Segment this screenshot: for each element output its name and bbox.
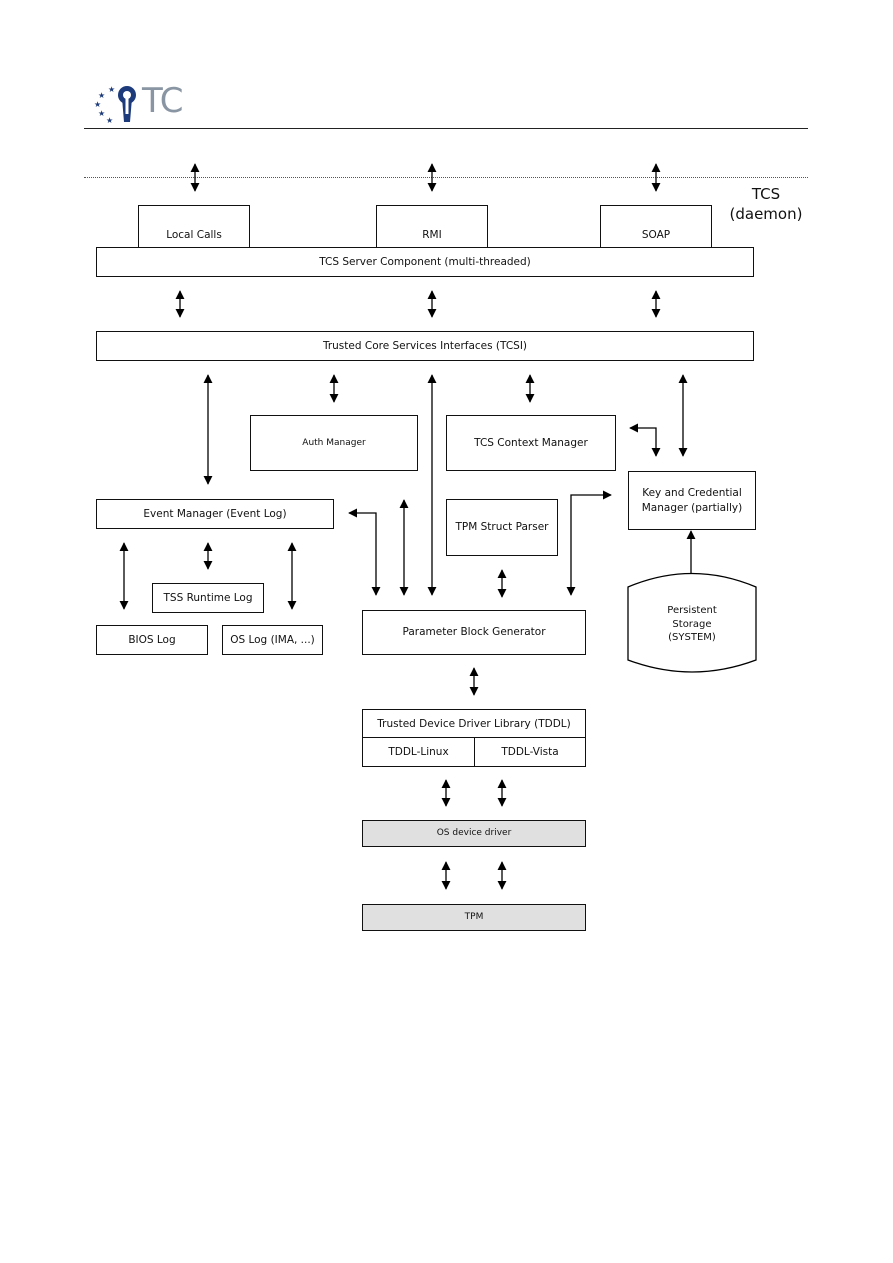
tpm-struct-parser-label: TPM Struct Parser: [455, 521, 549, 534]
os-device-driver-label: OS device driver: [436, 828, 512, 839]
parameter-block-generator-box: Parameter Block Generator: [362, 610, 586, 655]
os-device-driver-box: OS device driver: [362, 820, 586, 847]
tcs-context-manager-box: TCS Context Manager: [446, 415, 616, 471]
logo-keyhole-icon: [118, 86, 136, 122]
storage-line-2: Storage: [672, 618, 712, 630]
tss-runtime-log-label: TSS Runtime Log: [163, 591, 253, 604]
soap-box: SOAP: [600, 205, 712, 248]
arrow-key-param: [566, 490, 612, 596]
tpm-label: TPM: [464, 912, 484, 923]
tcs-server-component-box: TCS Server Component (multi-threaded): [96, 247, 754, 277]
svg-text:★: ★: [94, 100, 101, 109]
key-manager-line-1: Key and Credential: [642, 487, 742, 500]
header-rule: [84, 128, 808, 129]
tcs-daemon-label: TCS (daemon): [726, 184, 806, 225]
svg-text:★: ★: [98, 109, 105, 118]
tddl-label: Trusted Device Driver Library (TDDL): [377, 717, 571, 730]
bios-log-label: BIOS Log: [128, 633, 176, 646]
tcsi-box: Trusted Core Services Interfaces (TCSI): [96, 331, 754, 361]
tcs-server-component-label: TCS Server Component (multi-threaded): [319, 255, 531, 268]
parameter-block-generator-label: Parameter Block Generator: [402, 626, 546, 639]
svg-text:★: ★: [98, 91, 105, 100]
auth-manager-box: Auth Manager: [250, 415, 418, 471]
key-manager-line-2: Manager (partially): [641, 501, 743, 514]
rmi-label: RMI: [422, 228, 442, 241]
tddl-linux-box: TDDL-Linux: [362, 737, 475, 767]
storage-line-3: (SYSTEM): [668, 632, 716, 643]
tddl-vista-label: TDDL-Vista: [501, 745, 559, 758]
rmi-box: RMI: [376, 205, 488, 248]
event-manager-label: Event Manager (Event Log): [143, 507, 287, 520]
tpm-box: TPM: [362, 904, 586, 931]
event-manager-box: Event Manager (Event Log): [96, 499, 334, 529]
auth-manager-label: Auth Manager: [302, 437, 366, 448]
tss-runtime-log-box: TSS Runtime Log: [152, 583, 264, 613]
tcs-label-line-1: TCS: [751, 185, 781, 203]
key-credential-manager-box: Key and Credential Manager (partially): [628, 471, 756, 530]
tcs-context-manager-label: TCS Context Manager: [474, 436, 588, 449]
tddl-linux-label: TDDL-Linux: [388, 745, 449, 758]
tcsi-label: Trusted Core Services Interfaces (TCSI): [322, 339, 528, 352]
arrow-context-key: [629, 423, 661, 457]
bios-log-box: BIOS Log: [96, 625, 208, 655]
svg-text:★: ★: [106, 116, 113, 124]
tcs-label-line-2: (daemon): [729, 205, 803, 224]
persistent-storage-label: Persistent Storage (SYSTEM): [628, 604, 756, 645]
os-log-label: OS Log (IMA, ...): [230, 633, 315, 646]
os-log-box: OS Log (IMA, ...): [222, 625, 323, 655]
storage-line-1: Persistent: [667, 605, 717, 616]
soap-label: SOAP: [641, 228, 671, 241]
arrow-event-param: [348, 508, 381, 596]
local-calls-box: Local Calls: [138, 205, 250, 248]
persistent-storage-shape: [627, 572, 757, 673]
tddl-box: Trusted Device Driver Library (TDDL): [362, 709, 586, 738]
svg-text:★: ★: [108, 85, 115, 94]
logo-stars-icon: ★ ★ ★ ★ ★: [94, 85, 115, 124]
process-boundary-line: [84, 177, 808, 178]
logo-text: TC: [142, 81, 184, 121]
local-calls-label: Local Calls: [166, 228, 222, 241]
tddl-vista-box: TDDL-Vista: [474, 737, 586, 767]
tpm-struct-parser-box: TPM Struct Parser: [446, 499, 558, 556]
